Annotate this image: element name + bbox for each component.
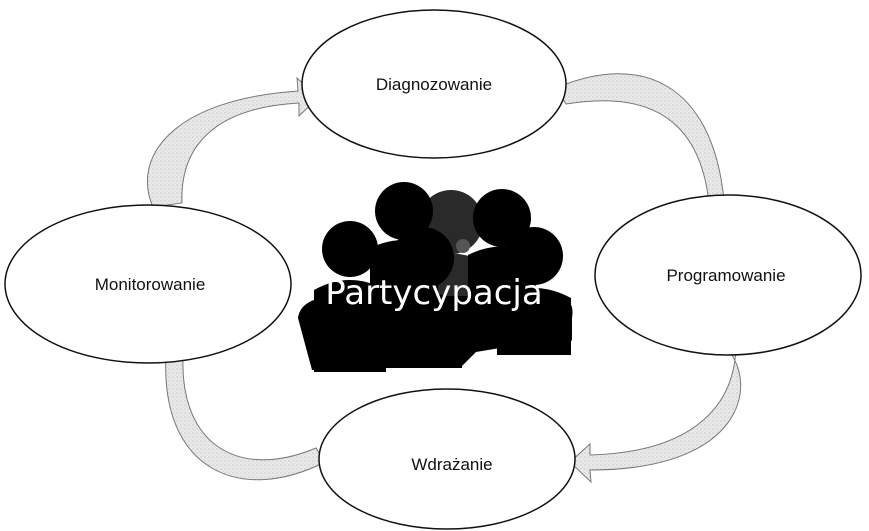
- stage-programowanie: Programowanie: [594, 194, 862, 356]
- stage-label-wdrazanie: Wdrażanie: [411, 455, 492, 474]
- arrow-monitor-to-diagnose-icon: [146, 76, 319, 208]
- stage-wdrazanie: Wdrażanie: [318, 388, 576, 530]
- stage-label-programowanie: Programowanie: [666, 266, 785, 285]
- stage-label-monitorowanie: Monitorowanie: [95, 275, 206, 294]
- center-label: Partycypacja: [325, 273, 542, 313]
- stage-label-diagnozowanie: Diagnozowanie: [376, 75, 492, 94]
- people-group-icon: Partycypacja: [298, 182, 573, 372]
- arrow-program-to-implement-icon: [569, 339, 742, 484]
- stage-diagnozowanie: Diagnozowanie: [301, 9, 567, 159]
- stage-monitorowanie: Monitorowanie: [4, 204, 292, 364]
